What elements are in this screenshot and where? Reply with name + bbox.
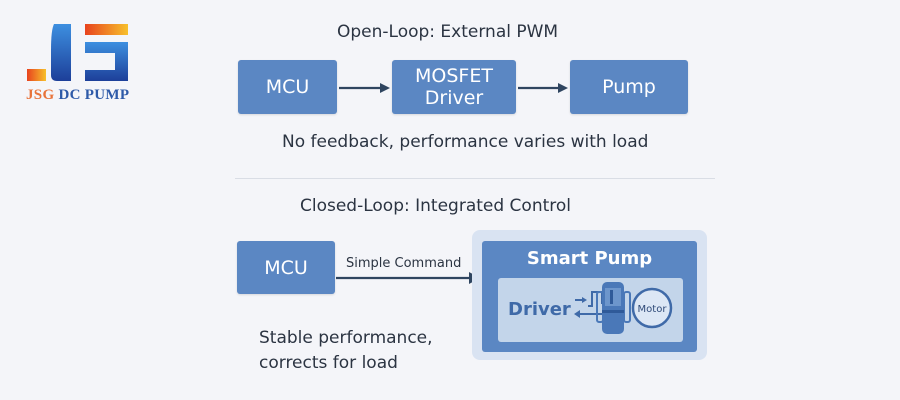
block-label: MCU xyxy=(264,256,308,279)
driver-label: Driver xyxy=(508,299,571,320)
arrow-mcu-to-smart-pump xyxy=(336,272,480,284)
brand-name: JSG DC PUMP xyxy=(26,87,129,104)
brand-logo: JSG DC PUMP xyxy=(25,20,135,110)
caption-line2: corrects for load xyxy=(259,353,398,373)
arrow-mcu-to-driver xyxy=(339,83,390,93)
open-loop-mcu-block: MCU xyxy=(238,60,337,114)
open-loop-title: Open-Loop: External PWM xyxy=(337,22,559,42)
block-label-line2: Driver xyxy=(424,87,484,109)
motor-icon: Motor xyxy=(631,287,673,329)
brand-prefix: JSG xyxy=(26,87,55,103)
js-logo-icon xyxy=(27,24,128,81)
simple-command-label: Simple Command xyxy=(346,256,462,271)
block-label-line1: MOSFET xyxy=(415,65,493,87)
block-label: MCU xyxy=(265,76,310,98)
block-label: Pump xyxy=(602,76,656,98)
motor-label: Motor xyxy=(638,304,668,315)
open-loop-caption: No feedback, performance varies with loa… xyxy=(282,132,649,152)
mosfet-driver-block: MOSFET Driver xyxy=(392,60,516,114)
smart-pump-title: Smart Pump xyxy=(526,248,653,269)
section-divider xyxy=(235,178,715,179)
driver-motor-panel: Driver Motor xyxy=(498,278,683,342)
driver-motor-icon: Motor xyxy=(574,282,673,334)
pump-body-icon xyxy=(596,282,631,334)
smart-pump-block: Smart Pump Driver Motor xyxy=(482,241,697,352)
closed-loop-caption: Stable performance, corrects for load xyxy=(259,326,433,376)
brand-suffix: DC PUMP xyxy=(58,87,130,103)
pump-block: Pump xyxy=(570,60,688,114)
closed-loop-title: Closed-Loop: Integrated Control xyxy=(300,196,572,216)
closed-loop-mcu-block: MCU xyxy=(237,241,335,294)
arrow-driver-to-pump xyxy=(518,83,568,93)
caption-line1: Stable performance, xyxy=(259,328,433,348)
